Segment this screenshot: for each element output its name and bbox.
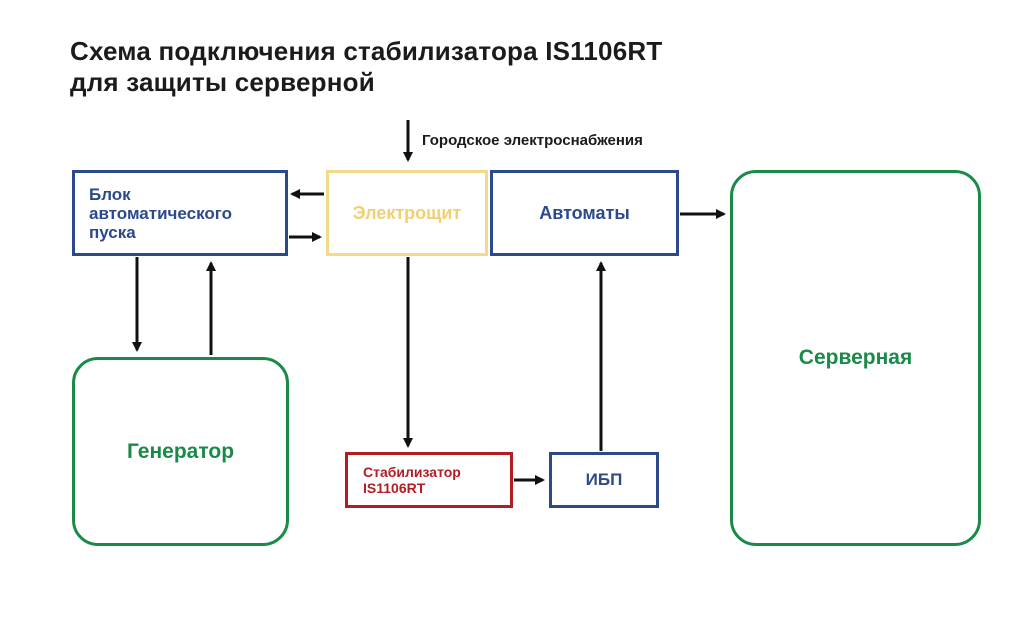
- stabilizer-block: Стабилизатор IS1106RT: [345, 452, 513, 508]
- breakers-block: Автоматы: [490, 170, 679, 256]
- title-line-1: Схема подключения стабилизатора IS1106RT: [70, 36, 663, 66]
- auto-start-line-2: автоматического: [89, 203, 232, 223]
- auto-start-block: Блок автоматического пуска: [72, 170, 288, 256]
- auto-start-line-1: Блок: [89, 184, 131, 204]
- stabilizer-line-2: IS1106RT: [363, 480, 426, 496]
- generator-label: Генератор: [126, 439, 235, 463]
- city-power-label: Городское электроснабжения: [422, 132, 643, 149]
- switchboard-block: Электрощит: [326, 170, 488, 256]
- stabilizer-line-1: Стабилизатор: [363, 464, 461, 480]
- auto-start-line-3: пуска: [89, 222, 136, 242]
- ups-label: ИБП: [585, 470, 623, 489]
- ups-block: ИБП: [549, 452, 659, 508]
- diagram-title: Схема подключения стабилизатора IS1106RT…: [70, 36, 662, 98]
- server-room-block: Серверная: [730, 170, 981, 546]
- title-line-2: для защиты серверной: [70, 67, 375, 97]
- switchboard-label: Электрощит: [352, 202, 462, 223]
- breakers-label: Автоматы: [539, 202, 630, 223]
- generator-block: Генератор: [72, 357, 289, 546]
- server-room-label: Серверная: [798, 346, 913, 369]
